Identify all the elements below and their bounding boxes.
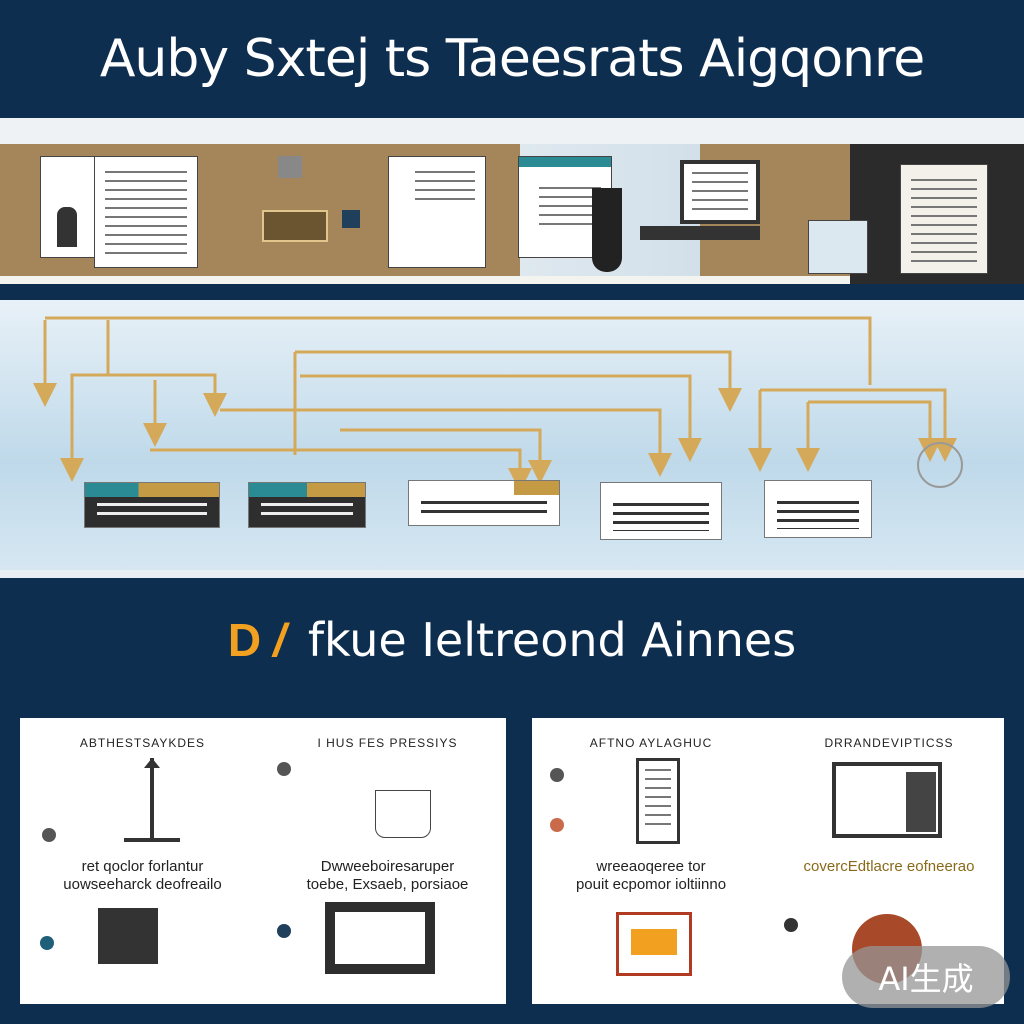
connector-14	[808, 400, 942, 462]
column-description: Dwweeboiresaruper toebe, Exsaeb, porsiao…	[306, 858, 469, 893]
bowl-illustration	[375, 790, 431, 838]
column-heading: DRRANDEVIPTICSS	[824, 736, 954, 750]
document-illustration-5	[900, 164, 988, 274]
bullet-icon	[40, 936, 54, 950]
tablet-illustration	[636, 758, 680, 844]
connector-3	[60, 320, 110, 482]
bullet-icon	[277, 762, 291, 776]
connector-6	[150, 448, 532, 492]
pin-illustration	[278, 156, 302, 178]
paper-stack-illustration	[808, 220, 868, 274]
document-illustration-1	[40, 156, 98, 258]
watermark-badge: AI生成	[842, 946, 1010, 1008]
arrow-up-icon	[144, 758, 160, 768]
flow-box-3	[408, 480, 560, 526]
subtitle-slash: /	[273, 614, 286, 666]
column-heading: ABTHESTSAYKDES	[79, 736, 206, 750]
strip-baseline	[0, 276, 850, 284]
bullet-icon	[42, 828, 56, 842]
bullet-icon	[550, 818, 564, 832]
pole-illustration	[150, 758, 154, 842]
device-illustration	[262, 210, 328, 242]
frame-illustration	[616, 912, 692, 976]
flow-box-2	[248, 482, 366, 528]
column-description: covercEdtlacre eofneerao	[803, 858, 975, 875]
connector-10	[220, 408, 672, 477]
section-divider	[0, 570, 1024, 578]
mug-illustration	[592, 188, 622, 272]
column-description: ret qoclor forlantur uowseeharck deofrea…	[63, 858, 222, 893]
connector-lines	[33, 316, 963, 492]
laptop-base	[640, 226, 760, 240]
person-silhouette	[57, 207, 77, 247]
header-separator	[0, 118, 1024, 144]
node-cursor-icon	[917, 442, 963, 488]
panel-column: AFTNO AYLAGHUC wreeaoqeree tor pouit ecp…	[532, 718, 770, 1004]
illustration-strip	[0, 144, 1024, 284]
connector-4	[108, 373, 227, 417]
monitor-illustration	[832, 762, 942, 838]
connector-7	[295, 350, 742, 412]
flow-box-1	[84, 482, 220, 528]
column-description: wreeaoqeree tor pouit ecpomor ioltiinno	[575, 858, 727, 893]
screen-illustration	[325, 902, 435, 974]
laptop-illustration	[680, 160, 760, 224]
bullet-icon	[784, 918, 798, 932]
info-panel-left: ABTHESTSAYKDES ret qoclor forlantur uows…	[18, 716, 508, 1006]
machine-illustration	[98, 908, 158, 964]
panel-column: I HUS FES PRESSIYS Dwweeboiresaruper toe…	[265, 718, 510, 1004]
panel-column: ABTHESTSAYKDES ret qoclor forlantur uows…	[20, 718, 265, 1004]
flow-box-4	[600, 482, 722, 540]
connector-9	[300, 374, 702, 462]
column-heading: I HUS FES PRESSIYS	[317, 736, 458, 750]
subtitle-text: fkue Ieltreond Ainnes	[307, 613, 797, 667]
small-square-illustration	[342, 210, 360, 228]
document-illustration-3	[388, 156, 486, 268]
flow-box-5	[764, 480, 872, 538]
connector-11	[340, 428, 552, 484]
bullet-icon	[550, 768, 564, 782]
connector-12	[760, 388, 957, 462]
document-illustration-2	[94, 156, 198, 268]
pole-base	[124, 838, 180, 842]
header-bar: Auby Sxtej ts Taeesrats Aigqonre	[0, 0, 1024, 118]
bullet-icon	[277, 924, 291, 938]
subtitle-prefix: D	[227, 614, 262, 666]
column-heading: AFTNO AYLAGHUC	[589, 736, 713, 750]
flow-diagram	[0, 300, 1024, 570]
connector-2	[45, 316, 872, 385]
section-subtitle: D / fkue Ieltreond Ainnes	[0, 600, 1024, 680]
page-title: Auby Sxtej ts Taeesrats Aigqonre	[99, 29, 925, 89]
